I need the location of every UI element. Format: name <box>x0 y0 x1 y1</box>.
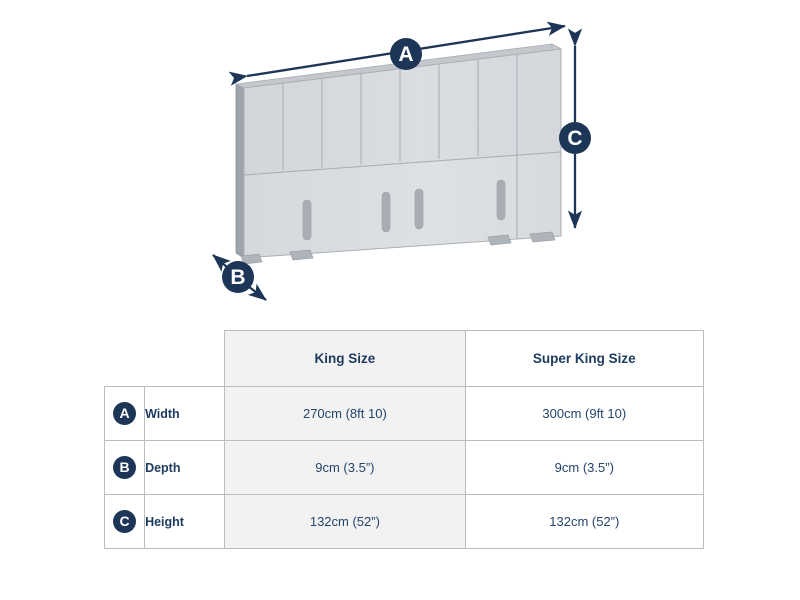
cell-depth-king: 9cm (3.5”) <box>224 440 466 495</box>
badge-b-letter: B <box>230 266 245 289</box>
cell-height-king: 132cm (52”) <box>224 494 466 549</box>
header-spacer-badge <box>105 331 145 387</box>
row-label-depth: Depth <box>144 440 226 495</box>
dimensions-table: King Size Super King Size A Width 270cm … <box>103 330 705 549</box>
headboard-body <box>234 43 563 265</box>
row-label-width: Width <box>144 386 226 441</box>
marker-badge-a: A <box>390 38 422 70</box>
dimensions-table-container: King Size Super King Size A Width 270cm … <box>103 330 705 549</box>
slot-3 <box>414 188 424 230</box>
badge-a-letter: A <box>398 43 413 66</box>
arrow-b-lower <box>247 283 267 301</box>
headboard-diagram: A C B <box>212 21 591 301</box>
foot-3 <box>487 234 512 246</box>
foot-2 <box>289 249 314 261</box>
table-row: B Depth 9cm (3.5”) 9cm (3.5”) <box>103 440 705 495</box>
cell-width-super-king: 300cm (9ft 10) <box>464 386 705 441</box>
badge-b: B <box>113 456 137 479</box>
column-header-king-size: King Size <box>224 330 466 387</box>
headboard-lower-face <box>243 151 562 259</box>
slot-4 <box>496 179 506 221</box>
badge-c-letter: C <box>567 127 582 150</box>
badge-b-circle <box>222 261 254 293</box>
row-badge-a-cell: A <box>103 386 146 441</box>
slot-2 <box>381 191 391 233</box>
marker-badge-c: C <box>559 122 591 154</box>
slot-1 <box>302 199 312 241</box>
badge-a: A <box>113 402 137 425</box>
arrow-b-upper <box>212 254 231 272</box>
row-label-height: Height <box>144 494 226 549</box>
cell-depth-super-king: 9cm (3.5”) <box>464 440 705 495</box>
dimension-arrow-b <box>212 254 267 301</box>
headboard-left-edge <box>235 83 245 259</box>
row-badge-c-cell: C <box>103 494 146 549</box>
cell-height-super-king: 132cm (52”) <box>464 494 705 549</box>
row-badge-b-cell: B <box>103 440 146 495</box>
cell-width-king: 270cm (8ft 10) <box>224 386 466 441</box>
table-header-row: King Size Super King Size <box>105 330 705 387</box>
marker-badge-b: B <box>222 261 254 293</box>
headboard-slots <box>302 179 506 241</box>
table-row: A Width 270cm (8ft 10) 300cm (9ft 10) <box>103 386 705 441</box>
header-spacer-label <box>145 331 225 387</box>
foot-1 <box>240 253 263 265</box>
badge-a-circle <box>390 38 422 70</box>
badge-c-circle <box>559 122 591 154</box>
table-row: C Height 132cm (52”) 132cm (52”) <box>103 494 705 549</box>
headboard-feet <box>240 231 556 265</box>
badge-c: C <box>113 510 137 533</box>
foot-4 <box>529 231 556 243</box>
column-header-super-king-size: Super King Size <box>464 330 705 387</box>
